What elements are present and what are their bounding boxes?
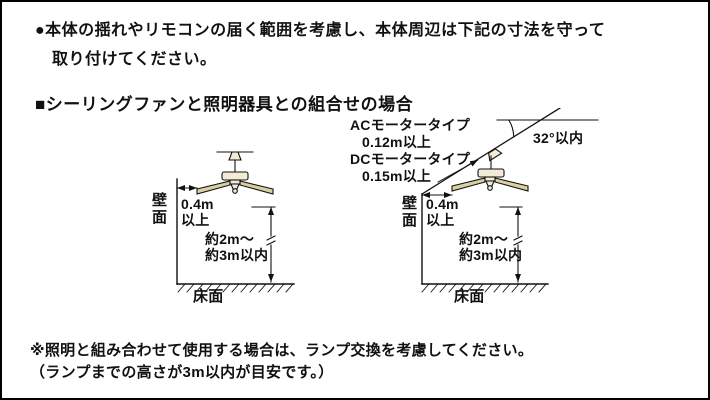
fan-blade-left	[451, 177, 486, 192]
motor-clearance-leader	[437, 159, 479, 183]
fan-lamp	[232, 188, 238, 194]
ceiling-angle-label: 32°以内	[533, 130, 584, 146]
left-height-clearance-label: 約2m〜 約3m以内	[205, 231, 269, 263]
right-wall-clearance-label: 0.4m 以上	[426, 196, 459, 228]
right-fan-diagram	[421, 108, 599, 293]
ceiling-fan-illustration	[451, 148, 529, 192]
intro-line2: 取り付けてください。	[52, 51, 217, 68]
section-title: ■シーリングファンと照明器具との組合せの場合	[35, 95, 414, 114]
left-fan-diagram	[176, 151, 295, 293]
ceiling-fan-illustration	[196, 151, 274, 195]
fan-blade-left	[196, 180, 231, 195]
right-floor-label: 床面	[454, 288, 485, 305]
right-height-clearance-label: 約2m〜 約3m以内	[459, 231, 523, 263]
fan-blade-right	[239, 180, 274, 195]
footnote-line2: （ランプまでの高さが3m以内が目安です。）	[30, 364, 334, 381]
left-wall-label: 壁面	[150, 192, 167, 226]
floor-hatching	[421, 283, 547, 293]
ac-motor-type-label: ACモータータイプ	[350, 117, 471, 133]
right-wall-label: 壁面	[400, 195, 417, 229]
dc-motor-type-label: DCモータータイプ	[350, 151, 471, 167]
dimension-break	[513, 235, 523, 246]
dimension-break	[266, 235, 276, 246]
intro-line1: ●本体の揺れやリモコンの届く範囲を考慮し、本体周辺は下記の寸法を守って	[35, 22, 606, 39]
intro-text: ●本体の揺れやリモコンの届く範囲を考慮し、本体周辺は下記の寸法を守って 取り付け…	[35, 16, 605, 74]
floor-hatching	[177, 283, 294, 293]
left-wall-clearance-label: 0.4m 以上	[181, 196, 214, 228]
dc-motor-clearance-label: 0.15m以上	[362, 168, 432, 184]
footnote-line1: ※照明と組み合わせて使用する場合は、ランプ交換を考慮してください。	[30, 342, 534, 359]
left-floor-label: 床面	[193, 288, 224, 305]
fan-blade-right	[494, 177, 529, 192]
ac-motor-clearance-label: 0.12m以上	[362, 134, 432, 150]
angle-arc	[508, 119, 515, 138]
fan-lamp	[487, 185, 493, 191]
footnote: ※照明と組み合わせて使用する場合は、ランプ交換を考慮してください。 （ランプまで…	[30, 340, 533, 384]
